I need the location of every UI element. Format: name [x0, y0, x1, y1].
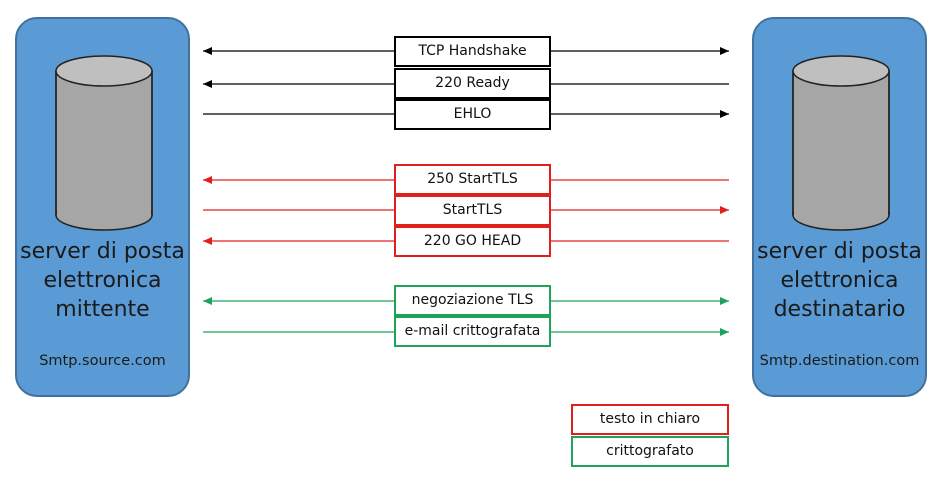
arrowhead-right-icon	[720, 206, 729, 214]
arrowhead-left-icon	[203, 237, 212, 245]
sender-server-host: Smtp.source.com	[39, 353, 166, 369]
arrowhead-right-icon	[720, 297, 729, 305]
receiver-server: server di posta elettronica destinatario…	[752, 17, 927, 397]
database-icon	[55, 55, 153, 231]
message-starttls: StartTLS	[394, 195, 551, 226]
message-tls-negotiation: negoziazione TLS	[394, 285, 551, 316]
message-250-starttls: 250 StartTLS	[394, 164, 551, 195]
sender-server: server di posta elettronica mittente Smt…	[15, 17, 190, 397]
database-icon	[792, 55, 890, 231]
arrowhead-left-icon	[203, 176, 212, 184]
message-220-ready: 220 Ready	[394, 68, 551, 99]
legend-plain-text: testo in chiaro	[571, 404, 729, 435]
receiver-server-name: server di posta elettronica destinatario	[757, 239, 922, 322]
legend-encrypted: crittografato	[571, 436, 729, 467]
receiver-server-host: Smtp.destination.com	[759, 353, 920, 369]
message-tcp-handshake: TCP Handshake	[394, 36, 551, 67]
arrowhead-left-icon	[203, 47, 212, 55]
arrowhead-left-icon	[203, 297, 212, 305]
arrowhead-right-icon	[720, 328, 729, 336]
message-220-go-head: 220 GO HEAD	[394, 226, 551, 257]
message-encrypted-email: e-mail crittografata	[394, 316, 551, 347]
arrowhead-right-icon	[720, 47, 729, 55]
sender-server-name: server di posta elettronica mittente	[20, 239, 185, 322]
message-ehlo: EHLO	[394, 99, 551, 130]
arrowhead-right-icon	[720, 110, 729, 118]
arrowhead-left-icon	[203, 80, 212, 88]
